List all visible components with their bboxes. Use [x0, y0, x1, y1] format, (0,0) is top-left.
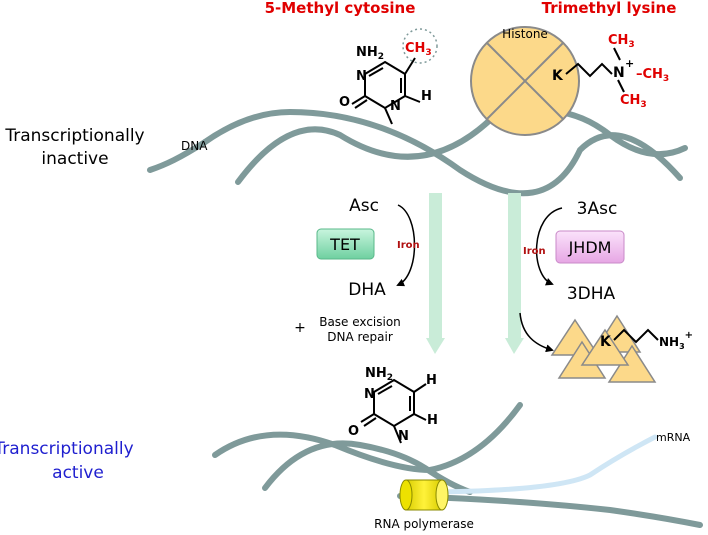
dna-helix-active [212, 402, 703, 528]
cytosine-n1-label: N [390, 99, 401, 114]
cytosine-ch3-label: CH3 [405, 41, 432, 58]
base-excision-label: Base excision [319, 315, 401, 329]
trimethyl-lysine-title: Trimethyl lysine [542, 0, 677, 17]
jhdm-iron-label: Iron [523, 246, 546, 257]
dna-label: DNA [181, 139, 208, 153]
jhdm-label: JHDM [568, 238, 612, 257]
cytosine-nh2-label: NH2 [356, 45, 384, 62]
methyl-right-label: –CH3 [636, 67, 669, 84]
bottom-n3-label: N [364, 387, 375, 402]
methyl-cytosine-structure: NH2 CH3 N N O H [339, 28, 438, 125]
cytosine-o-label: O [339, 95, 350, 110]
methyl-top-label: CH3 [608, 33, 635, 50]
jhdm-cycle-arrow [535, 207, 563, 286]
lysine-k-label: K [552, 68, 564, 84]
cytosine-n3-label: N [356, 69, 367, 84]
rna-polymerase [399, 479, 449, 511]
active-label-line1: Transcriptionally [0, 439, 134, 459]
demethylated-k-label: K [600, 334, 612, 350]
transition-arrows [426, 193, 524, 354]
cytosine-h-label: H [421, 89, 432, 104]
histone [470, 26, 580, 136]
inactive-label-line1: Transcriptionally [4, 126, 144, 146]
inactive-label-line2: inactive [41, 149, 108, 169]
3asc-label: 3Asc [577, 199, 618, 219]
lysine-chain [613, 328, 659, 344]
jhdm-enzyme-box: JHDM [555, 230, 625, 264]
bottom-n1-label: N [398, 429, 409, 444]
demethylation-arrow [519, 312, 554, 353]
bottom-nh2-label: NH2 [365, 366, 393, 383]
bottom-h5-label: H [426, 373, 437, 388]
tet-enzyme-box: TET [316, 228, 375, 260]
mrna-label: mRNA [656, 431, 691, 444]
asc-label: Asc [349, 196, 379, 216]
trimethyl-lysine-structure: K N + CH3 –CH3 CH3 [552, 33, 669, 110]
tet-cycle-arrow [396, 204, 416, 287]
dna-repair-label: DNA repair [327, 330, 393, 344]
active-label-line2: active [52, 463, 104, 483]
dha-label: DHA [348, 280, 386, 300]
rna-polymerase-label: RNA polymerase [374, 517, 474, 531]
demethylated-histone [550, 314, 657, 383]
3dha-label: 3DHA [567, 284, 616, 304]
methyl-bottom-label: CH3 [620, 93, 647, 110]
methyl-cytosine-title: 5-Methyl cytosine [265, 0, 416, 17]
mrna-strand [437, 434, 658, 495]
histone-label: Histone [502, 27, 548, 41]
bottom-h6-label: H [427, 413, 438, 428]
ammonium-charge: + [625, 57, 634, 70]
tet-iron-label: Iron [397, 240, 420, 251]
plus-sign: + [294, 320, 306, 336]
tet-label: TET [329, 235, 360, 254]
cytosine-structure: NH2 N N O H H [348, 366, 438, 444]
ammonium-n-label: N [613, 65, 625, 81]
bottom-o-label: O [348, 424, 359, 439]
nh3-label: NH3+ [659, 330, 693, 351]
dna-helix-inactive [147, 107, 688, 197]
